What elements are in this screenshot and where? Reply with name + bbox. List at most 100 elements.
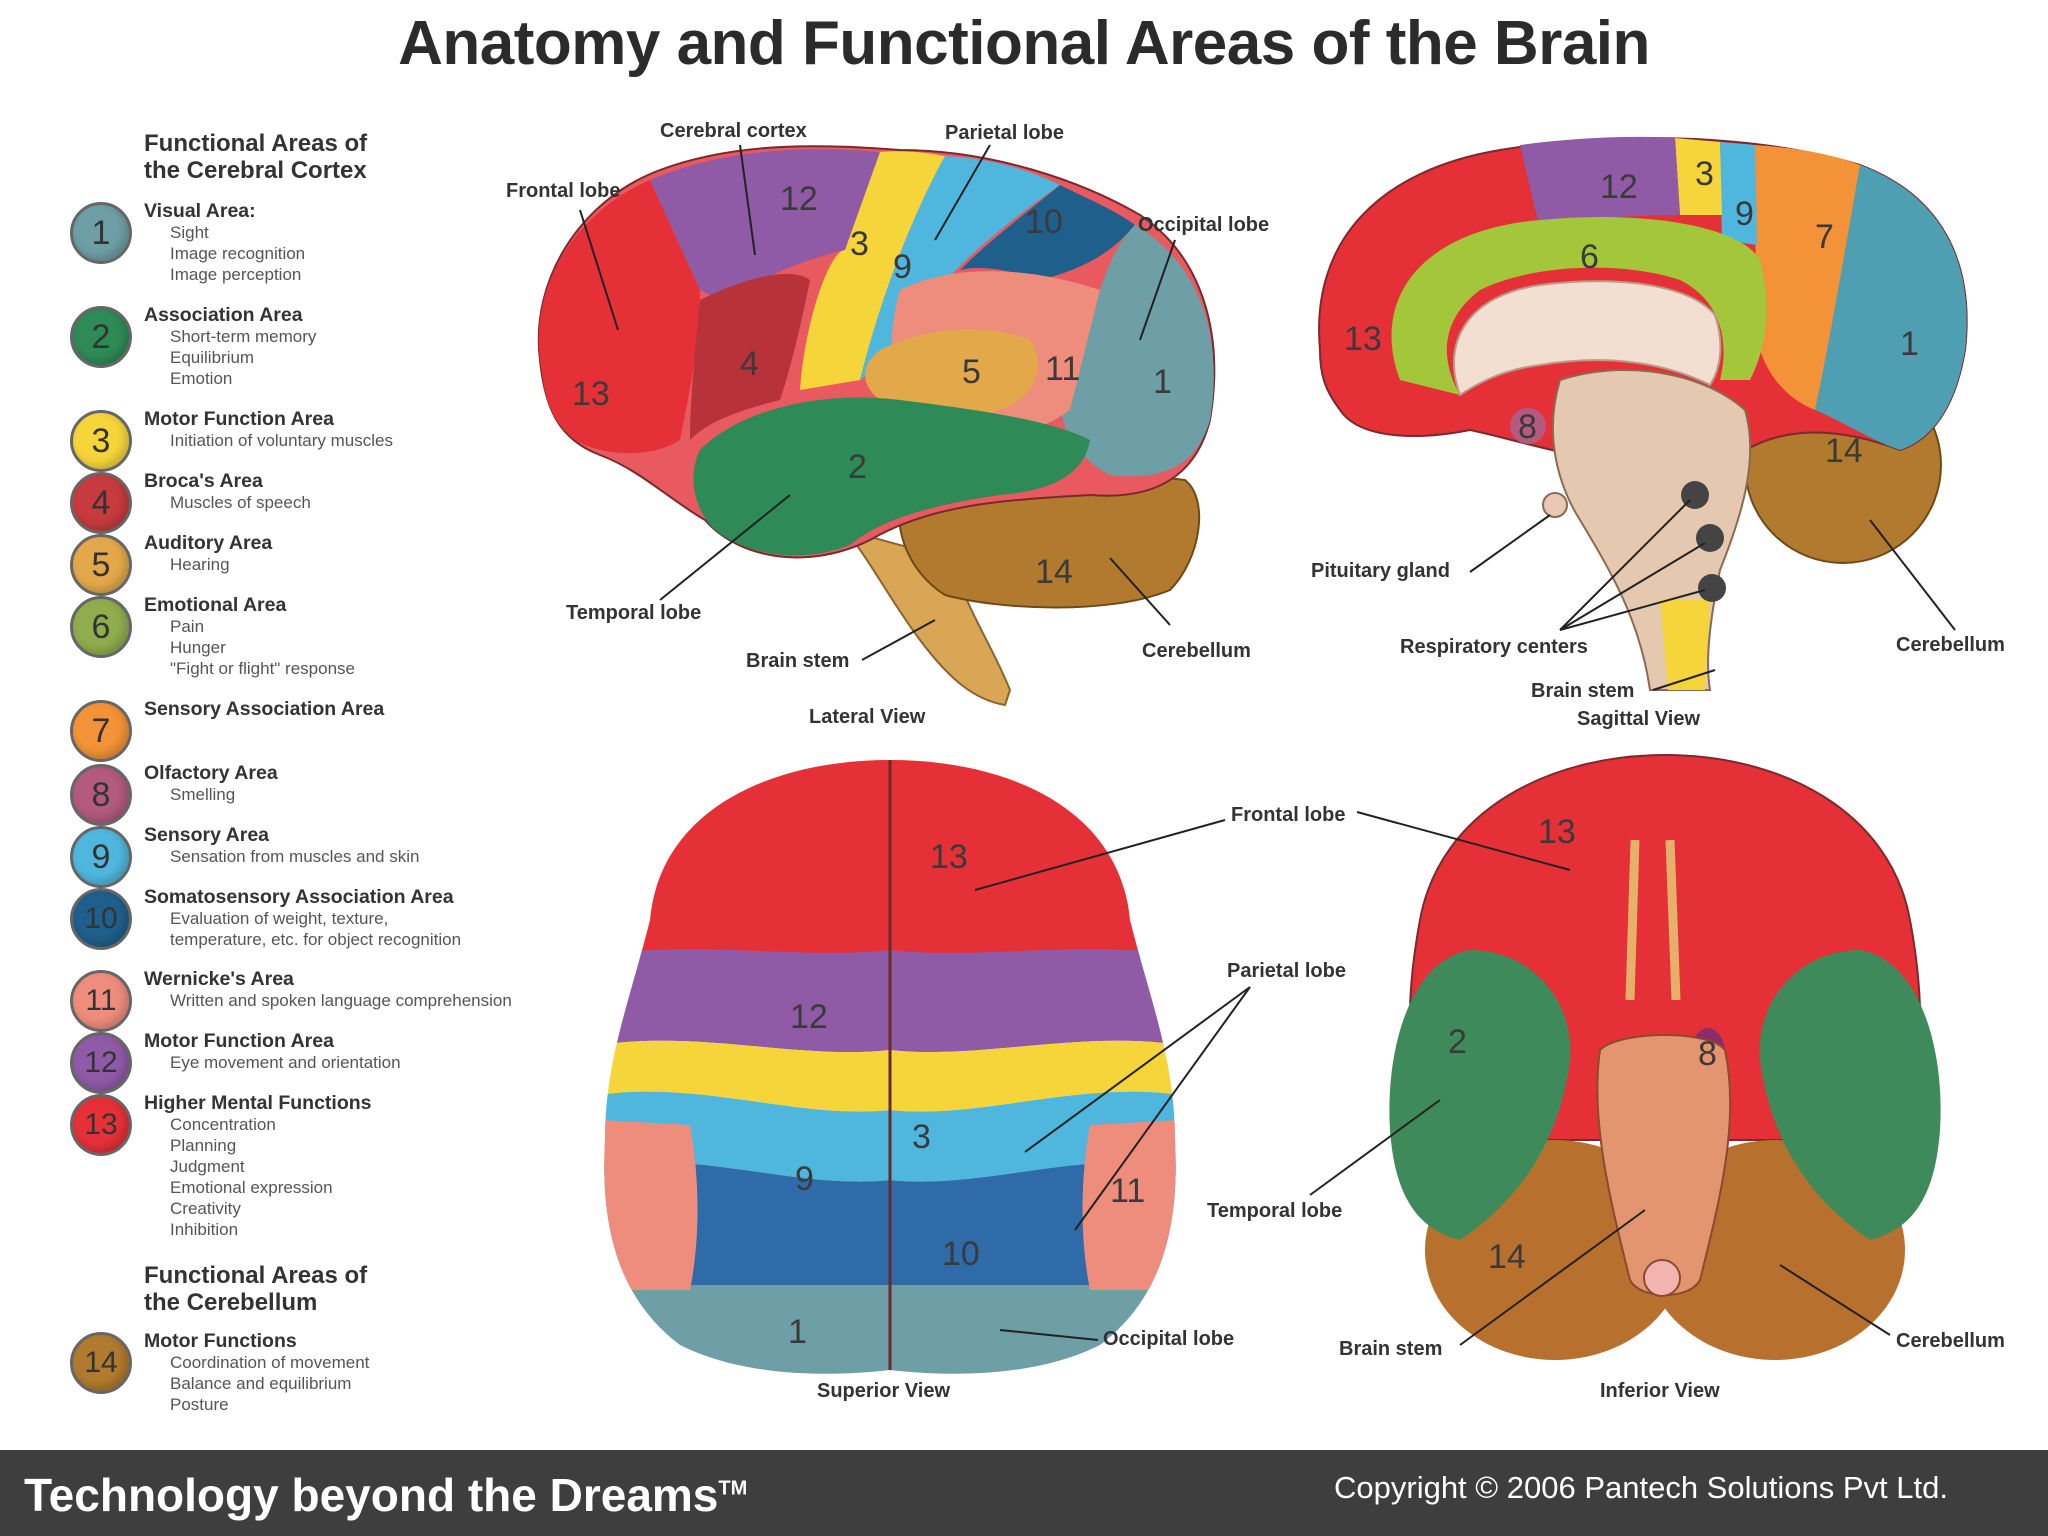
superior-leader-lines bbox=[974, 819, 1251, 1341]
superior-brain bbox=[604, 760, 1176, 1374]
inferior-leader-lines bbox=[1309, 811, 1891, 1346]
legend-number-badge: 1 bbox=[70, 202, 132, 264]
sagittal-brain bbox=[1318, 136, 1968, 691]
inferior-view-caption: Inferior View bbox=[1600, 1380, 1720, 1402]
legend-heading-line: Functional Areas of bbox=[144, 130, 368, 157]
sagittal-region-9 bbox=[1720, 142, 1757, 245]
sagittal-leader-lines bbox=[1469, 499, 1956, 691]
legend-heading-line: the Cerebral Cortex bbox=[144, 157, 367, 184]
legend-number-badge: 12 bbox=[70, 1032, 132, 1094]
sagittal-region-6 bbox=[1391, 216, 1767, 395]
lateral-brain-stem bbox=[842, 528, 1012, 707]
legend-number-badge: 9 bbox=[70, 826, 132, 888]
lateral-label-occipital-lobe: Occipital lobe bbox=[1138, 214, 1270, 236]
legend-number-badge: 13 bbox=[70, 1094, 132, 1156]
legend-item-detail: Written and spoken language comprehensio… bbox=[170, 991, 512, 1010]
inferior-olfactory-tract bbox=[1625, 839, 1640, 1001]
lateral-number: 10 bbox=[1025, 203, 1063, 241]
legend-number-badge: 10 bbox=[70, 888, 132, 950]
legend-item-detail: Hearing bbox=[170, 555, 230, 574]
legend-item-title: Wernicke's Area bbox=[144, 968, 294, 990]
sagittal-number: 9 bbox=[1735, 195, 1754, 233]
sagittal-number: 13 bbox=[1344, 320, 1382, 358]
legend-cortex-heading: Functional Areas of the Cerebral Cortex bbox=[144, 130, 367, 184]
superior-region-11-right bbox=[1082, 1120, 1176, 1290]
lateral-number: 12 bbox=[780, 180, 818, 218]
legend-item-title: Emotional Area bbox=[144, 594, 287, 616]
sagittal-corpus-callosum bbox=[1452, 280, 1722, 397]
lateral-region-5 bbox=[865, 329, 1039, 415]
lateral-number: 14 bbox=[1035, 553, 1073, 591]
legend-item-detail: Image perception bbox=[170, 265, 302, 284]
legend-item-detail: Concentration bbox=[170, 1115, 276, 1134]
sagittal-label-pituitary-gland: Pituitary gland bbox=[1311, 560, 1450, 582]
page-title: Anatomy and Functional Areas of the Brai… bbox=[398, 9, 1650, 78]
sagittal-label-brain-stem: Brain stem bbox=[1531, 680, 1635, 702]
superior-number: 1 bbox=[788, 1313, 807, 1351]
legend-item-detail: Judgment bbox=[170, 1157, 245, 1176]
lateral-label-frontal-lobe: Frontal lobe bbox=[506, 180, 621, 202]
legend-item-detail: Smelling bbox=[170, 785, 236, 804]
legend-item-detail: temperature, etc. for object recognition bbox=[170, 930, 462, 949]
superior-number: 3 bbox=[912, 1118, 931, 1156]
sagittal-region-12 bbox=[1520, 136, 1680, 230]
superior-number: 11 bbox=[1110, 1172, 1145, 1210]
superior-number: 12 bbox=[790, 998, 828, 1036]
legend-item-detail: Equilibrium bbox=[170, 348, 255, 367]
lateral-label-cerebral-cortex: Cerebral cortex bbox=[660, 120, 807, 142]
lateral-number: 13 bbox=[572, 375, 610, 413]
legend-number-badge: 5 bbox=[70, 534, 132, 596]
lateral-label-parietal-lobe: Parietal lobe bbox=[945, 122, 1064, 144]
superior-number: 10 bbox=[942, 1235, 980, 1273]
legend-item-detail: Sensation from muscles and skin bbox=[170, 847, 420, 866]
footer-copyright: Copyright © 2006 Pantech Solutions Pvt L… bbox=[1334, 1470, 1948, 1505]
legend-item-detail: Evaluation of weight, texture, bbox=[170, 909, 389, 928]
legend-item-title: Sensory Association Area bbox=[144, 698, 385, 720]
legend-item-title: Broca's Area bbox=[144, 470, 263, 492]
lateral-region-13 bbox=[538, 180, 700, 454]
legend-number-badge: 6 bbox=[70, 596, 132, 658]
legend-number-badge: 4 bbox=[70, 472, 132, 534]
footer-tagline: Technology beyond the DreamsTM bbox=[24, 1468, 747, 1522]
lateral-label-temporal-lobe: Temporal lobe bbox=[566, 602, 702, 624]
superior-label-frontal-lobe: Frontal lobe bbox=[1231, 804, 1346, 826]
legend-number-badge: 7 bbox=[70, 700, 132, 762]
legend-item: 7 Sensory Association Area bbox=[70, 698, 590, 762]
inferior-number: 8 bbox=[1698, 1035, 1717, 1073]
superior-number: 9 bbox=[795, 1160, 814, 1198]
lateral-leader-lines bbox=[579, 144, 1176, 661]
superior-number: 13 bbox=[930, 838, 968, 876]
legend-item-title: Somatosensory Association Area bbox=[144, 886, 454, 908]
inferior-view-diagram: 13 2 8 14 bbox=[1309, 753, 1941, 1360]
superior-label-occipital-lobe: Occipital lobe bbox=[1103, 1328, 1235, 1350]
superior-region-11-left bbox=[604, 1120, 698, 1290]
legend-number-badge: 8 bbox=[70, 764, 132, 826]
inferior-brain bbox=[1389, 753, 1941, 1360]
legend-item-detail: Coordination of movement bbox=[170, 1353, 370, 1372]
sagittal-region-7 bbox=[1755, 145, 1860, 410]
legend-item-detail: Pain bbox=[170, 617, 205, 636]
lateral-label-cerebellum: Cerebellum bbox=[1142, 640, 1251, 662]
inferior-number: 2 bbox=[1448, 1023, 1467, 1061]
legend-item-detail: Sight bbox=[170, 223, 209, 242]
legend-item-detail: Creativity bbox=[170, 1199, 241, 1218]
legend-item-detail: Initiation of voluntary muscles bbox=[170, 431, 393, 450]
lateral-region-2 bbox=[693, 397, 1090, 556]
legend-item-title: Motor Functions bbox=[144, 1330, 297, 1352]
lateral-numbers: 12 3 9 10 13 4 5 11 1 2 14 bbox=[572, 180, 1172, 591]
inferior-spinal-cord bbox=[1643, 1259, 1681, 1297]
sagittal-number: 8 bbox=[1518, 408, 1537, 446]
legend-item-title: Sensory Area bbox=[144, 824, 270, 846]
inferior-olfactory-tract bbox=[1665, 839, 1681, 1001]
legend-item-title: Motor Function Area bbox=[144, 1030, 334, 1052]
legend-item-title: Visual Area: bbox=[144, 200, 256, 222]
sagittal-number: 12 bbox=[1600, 168, 1638, 206]
lateral-region-1 bbox=[1060, 225, 1214, 477]
superior-view-diagram: 13 12 3 9 11 10 1 bbox=[604, 760, 1251, 1374]
